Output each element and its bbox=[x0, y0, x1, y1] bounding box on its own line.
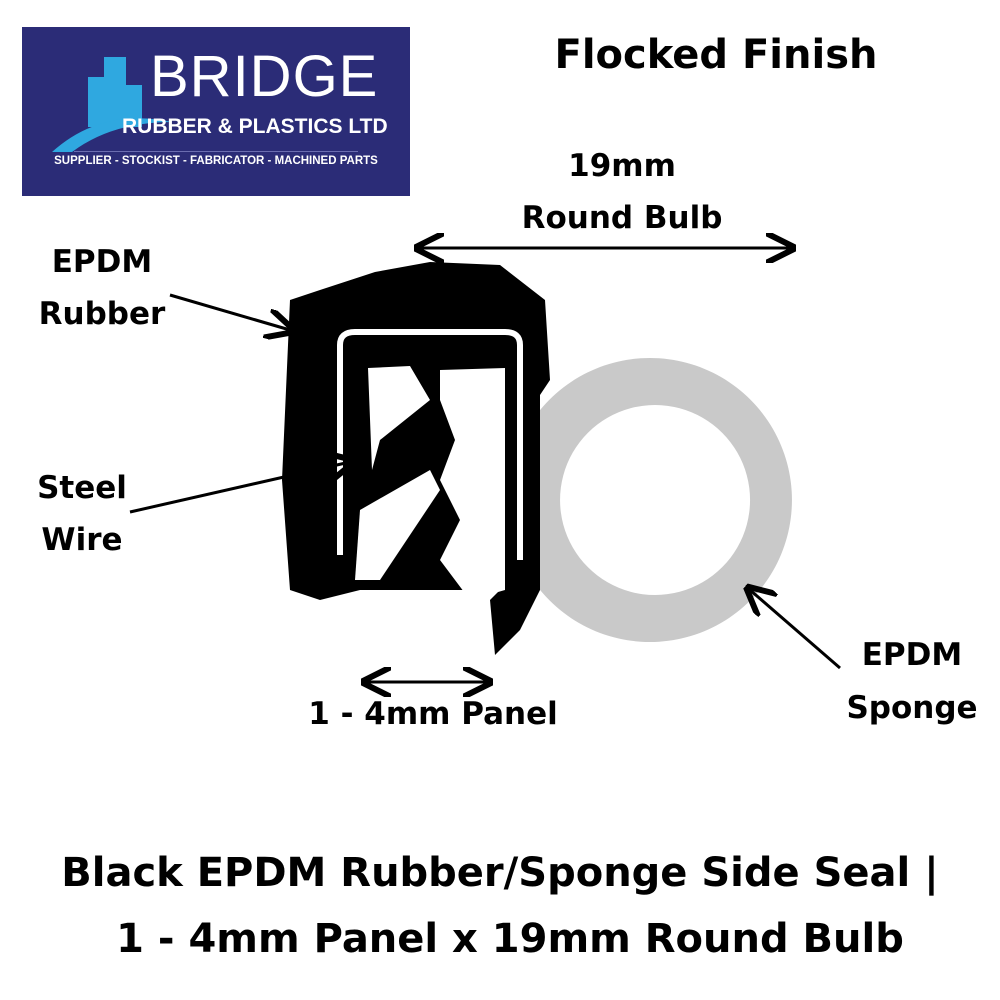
product-title-line-1: Black EPDM Rubber/Sponge Side Seal | bbox=[61, 850, 939, 896]
rubber-label-1: EPDM bbox=[51, 244, 153, 280]
logo-divider bbox=[74, 151, 358, 152]
rubber-body bbox=[282, 262, 550, 655]
finish-heading: Flocked Finish bbox=[554, 32, 878, 78]
wire-pointer-arrow bbox=[129, 462, 350, 514]
rubber-pointer-arrow bbox=[169, 293, 290, 330]
sponge-bulb bbox=[507, 358, 792, 642]
product-title-line-2: 1 - 4mm Panel x 19mm Round Bulb bbox=[116, 916, 904, 962]
buildings-icon bbox=[52, 57, 172, 152]
rubber-label-2: Rubber bbox=[38, 296, 166, 332]
wire-label-1: Steel bbox=[37, 470, 127, 506]
sponge-label-2: Sponge bbox=[846, 690, 978, 726]
sponge-pointer-arrow bbox=[750, 590, 841, 670]
logo-name: BRIDGE bbox=[150, 44, 379, 109]
panel-size-label: 1 - 4mm Panel bbox=[308, 696, 558, 732]
logo-tagline: SUPPLIER - STOCKIST - FABRICATOR - MACHI… bbox=[54, 155, 378, 167]
company-logo: BRIDGE RUBBER & PLASTICS LTD SUPPLIER - … bbox=[22, 27, 410, 196]
bulb-shape-label: Round Bulb bbox=[521, 200, 723, 236]
sponge-label-1: EPDM bbox=[861, 637, 963, 673]
bulb-size-label: 19mm bbox=[568, 148, 676, 184]
logo-subtitle: RUBBER & PLASTICS LTD bbox=[122, 115, 388, 138]
wire-label-2: Wire bbox=[41, 522, 123, 558]
